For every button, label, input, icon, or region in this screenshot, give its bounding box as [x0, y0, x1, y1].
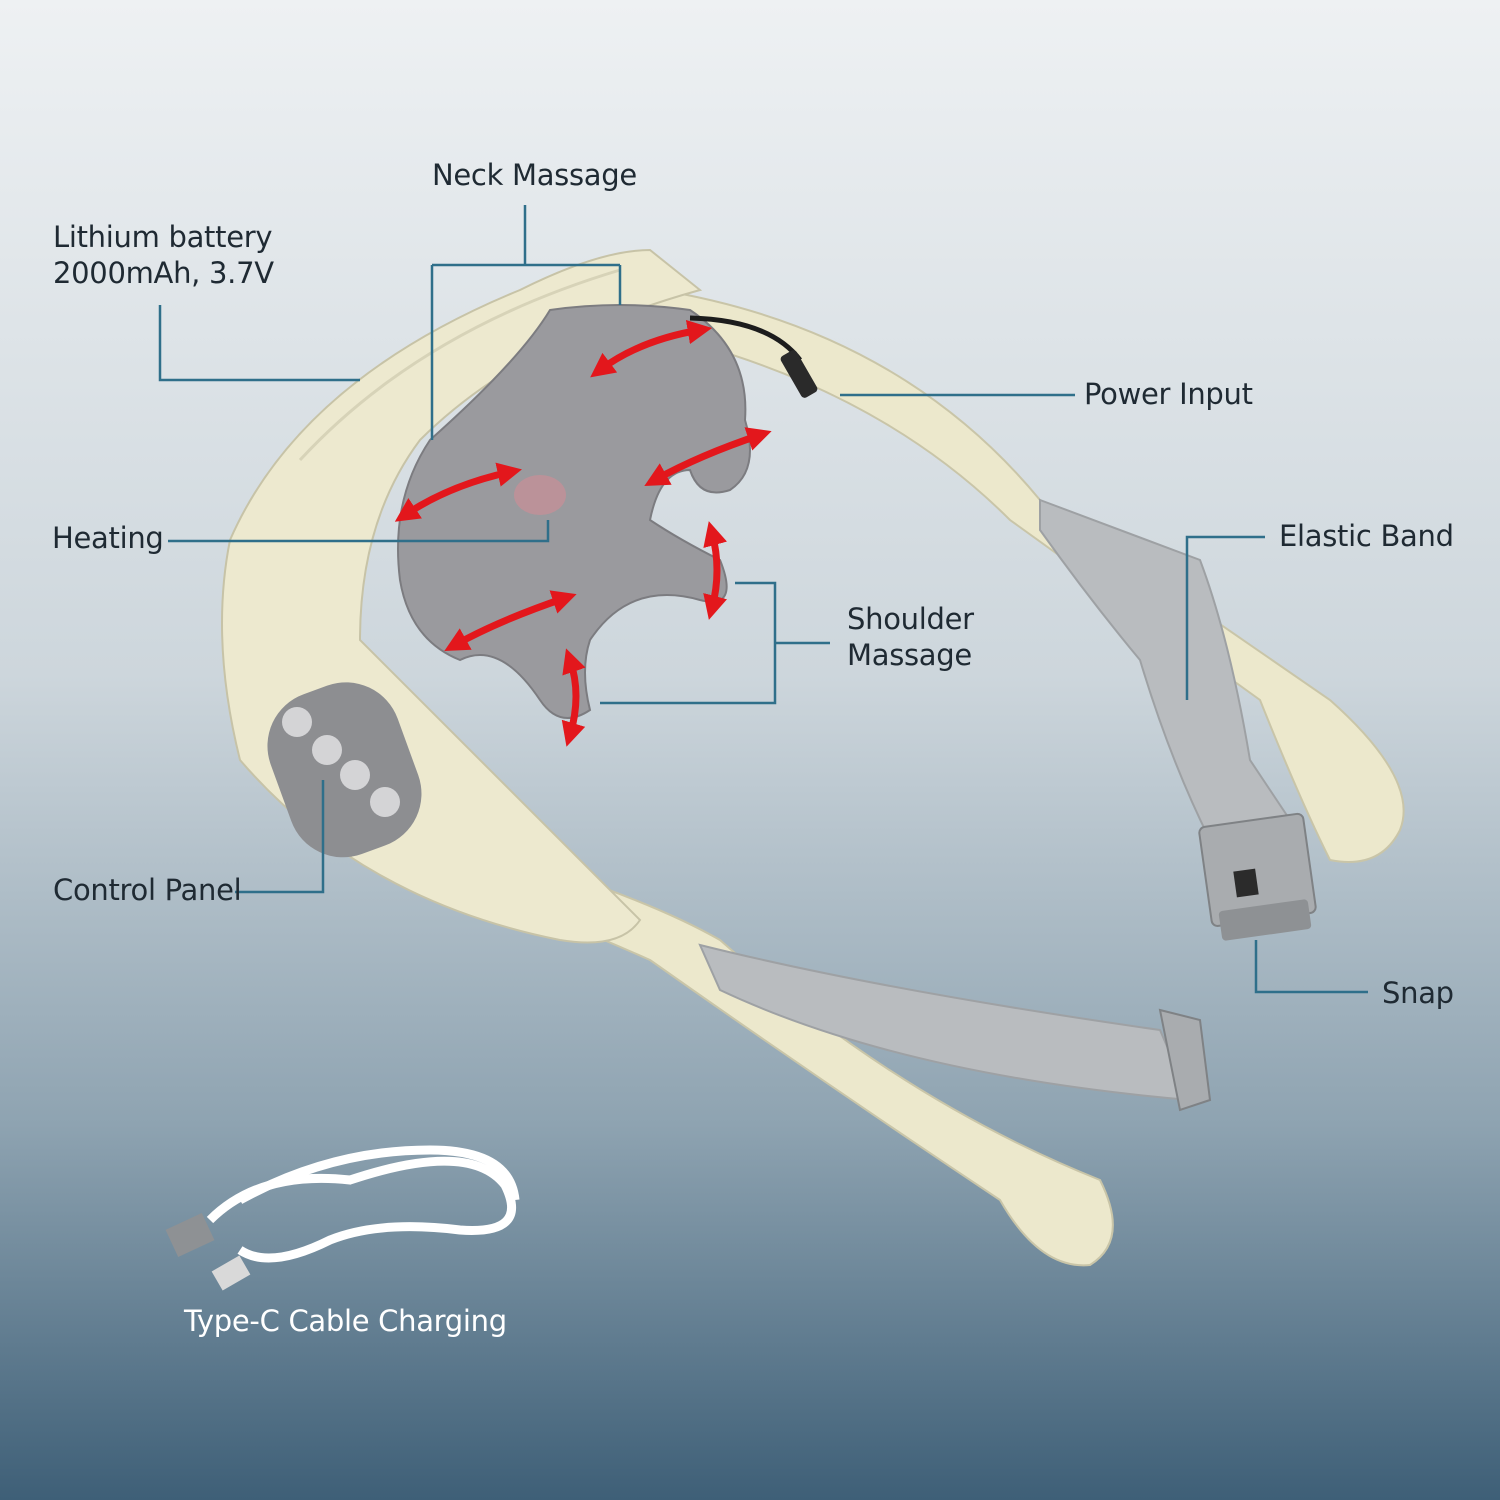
heat-icon [370, 787, 400, 817]
leader-shoulder [600, 581, 830, 705]
fan-icon [282, 707, 312, 737]
leader-snap [1254, 940, 1368, 994]
label-shoulder-massage: Shoulder Massage [847, 602, 974, 672]
power-icon [340, 760, 370, 790]
motion-arrows [394, 319, 772, 747]
leader-lines [158, 205, 1368, 994]
mode-icon [312, 735, 342, 765]
motion-arrow [561, 648, 586, 747]
charging-cable [165, 1145, 520, 1291]
control-panel [267, 682, 422, 858]
leader-battery [158, 305, 360, 382]
leader-control [235, 780, 325, 894]
motion-arrow [590, 319, 713, 378]
label-control-panel: Control Panel [53, 873, 242, 907]
left-strap [498, 858, 1212, 1267]
label-battery: Lithium battery 2000mAh, 3.7V [53, 220, 274, 290]
label-elastic-band: Elastic Band [1279, 519, 1454, 553]
power-cable [689, 315, 818, 398]
motion-arrow [444, 590, 577, 651]
label-heating: Heating [52, 521, 164, 555]
leader-heating [168, 520, 550, 543]
leader-neck [430, 205, 622, 440]
motion-arrow [703, 521, 728, 620]
label-neck-massage: Neck Massage [432, 158, 637, 192]
snap-buckle [1198, 812, 1317, 941]
label-snap: Snap [1382, 976, 1454, 1010]
right-strap [638, 288, 1405, 863]
label-type-c-cable: Type-C Cable Charging [184, 1304, 507, 1338]
leader-elastic [1185, 535, 1265, 700]
motion-arrow [394, 462, 522, 522]
label-power-input: Power Input [1084, 377, 1253, 411]
motion-arrow [644, 427, 772, 486]
